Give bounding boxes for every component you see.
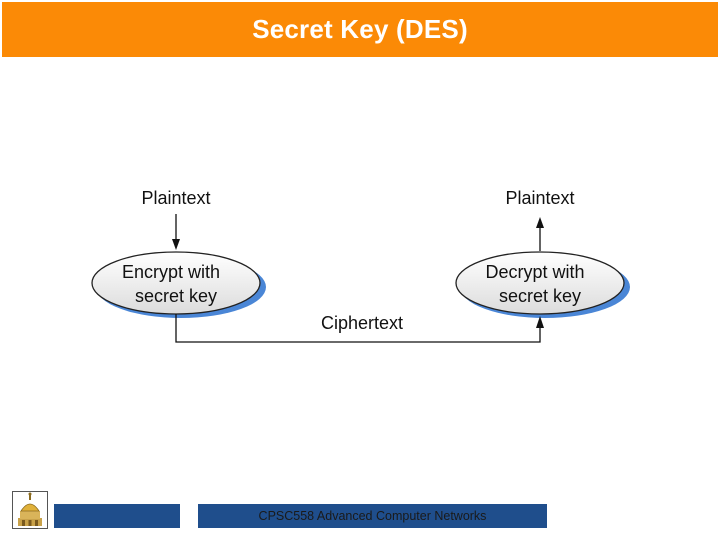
- decrypt-node: [455, 251, 625, 315]
- encrypt-node-line2: secret key: [135, 286, 217, 306]
- footer-right-bar: CPSC558 Advanced Computer Networks: [198, 504, 547, 528]
- title-bar: Secret Key (DES): [2, 2, 718, 57]
- right-plaintext-label: Plaintext: [505, 188, 574, 208]
- ciphertext-channel-line: [175, 314, 541, 343]
- decrypt-node-line1: Decrypt with: [485, 262, 584, 282]
- slide-title: Secret Key (DES): [252, 14, 468, 44]
- ciphertext-label: Ciphertext: [321, 313, 403, 333]
- left-plaintext-label: Plaintext: [141, 188, 210, 208]
- plaintext-to-encrypt-arrowhead: [172, 239, 180, 250]
- university-dome-logo-icon: [12, 491, 48, 529]
- footer-left-bar: [54, 504, 180, 528]
- footer-course-text: CPSC558 Advanced Computer Networks: [258, 509, 487, 523]
- encrypt-node-line1: Encrypt with: [122, 262, 220, 282]
- ciphertext-channel-arrowhead: [536, 316, 544, 328]
- decrypt-to-plaintext-arrowhead: [536, 217, 544, 228]
- decrypt-node-line2: secret key: [499, 286, 581, 306]
